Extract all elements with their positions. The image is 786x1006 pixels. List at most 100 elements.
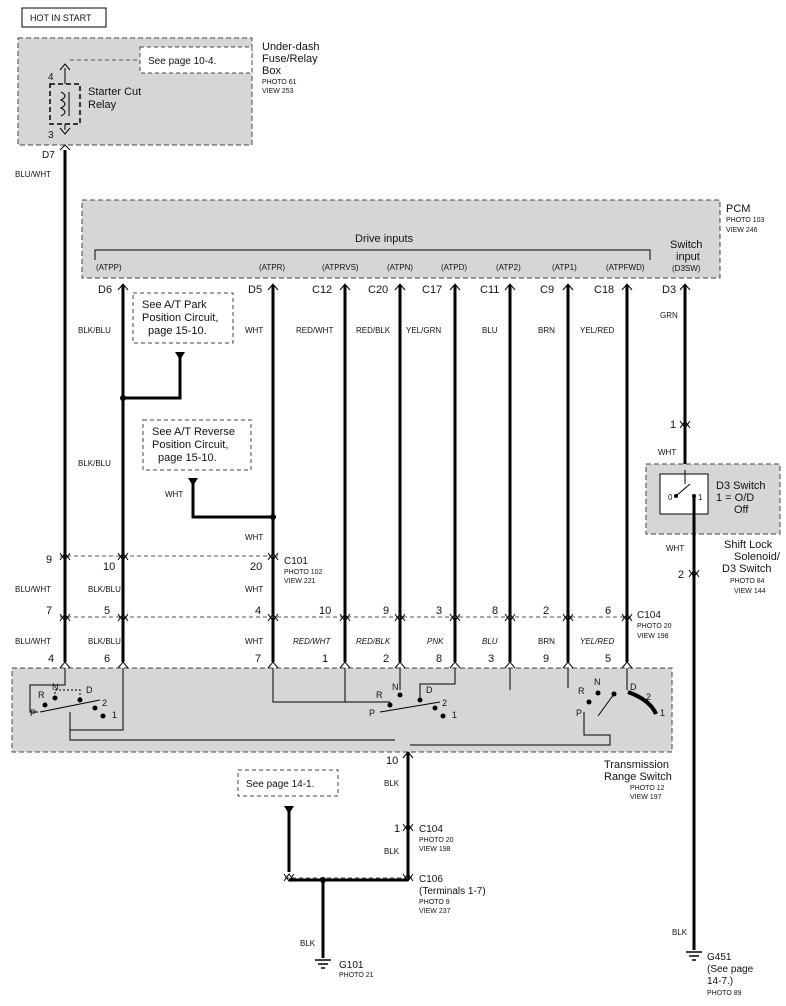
trs-view: VIEW 197: [630, 794, 662, 801]
d3-switch-symbol: [659, 473, 709, 515]
trs-pin-7: 7: [255, 653, 261, 665]
trs-bottom-wire: BLK: [384, 779, 400, 788]
c104-wire-blu: BLU: [482, 637, 498, 646]
switch-input-1: Switch: [670, 239, 702, 251]
see-page-14-1-note: [237, 769, 339, 797]
wire-top-wht: WHT: [245, 326, 263, 335]
c104-pin-2: 2: [543, 605, 549, 617]
reverse-note-1: See A/T Reverse: [152, 426, 235, 438]
page14-note: See page 14-1.: [246, 779, 314, 790]
c104-wire-red-blk: RED/BLK: [356, 637, 391, 646]
wire-top-grn: GRN: [660, 311, 678, 320]
pcm-photo: PHOTO 103: [726, 217, 764, 224]
trs-photo: PHOTO 12: [630, 785, 665, 792]
c104-wire-wht: WHT: [245, 637, 263, 646]
d3-title-2: Solenoid/: [734, 551, 781, 563]
park-note-3: page 15-10.: [148, 325, 207, 337]
hot-in-start-box: [21, 7, 107, 28]
pcm-view: VIEW 246: [726, 227, 758, 234]
trs-switch-middle: [272, 668, 569, 719]
pin-c20: C20: [368, 284, 388, 296]
c104-pin-7: 7: [46, 605, 52, 617]
d3-o-label: 0: [668, 493, 673, 502]
trs-m-p: P: [369, 708, 375, 718]
park-position-note: [132, 292, 234, 344]
g451-photo: PHOTO 89: [707, 990, 742, 997]
fuse-title-3: Box: [262, 65, 281, 77]
c104-pin-4: 4: [255, 605, 261, 617]
pin-c12: C12: [312, 284, 332, 296]
trs-pin-1: 1: [322, 653, 328, 665]
c101-view: VIEW 221: [284, 578, 316, 585]
trs-r-1: 1: [660, 708, 665, 718]
c104-top-photo: PHOTO 20: [637, 623, 672, 630]
fuse-photo: PHOTO 61: [262, 79, 297, 86]
trs-m-2: 2: [442, 698, 447, 708]
drive-inputs-label: Drive inputs: [355, 233, 414, 245]
relay-label-1: Starter Cut: [88, 86, 141, 98]
c104-wire-pnk: PNK: [427, 637, 444, 646]
c101-name: C101: [284, 556, 308, 567]
c104-top-view: VIEW 198: [637, 633, 669, 640]
trs-l-2: 2: [102, 698, 107, 708]
trs-title-1: Transmission: [604, 759, 669, 771]
c101-wire-wht: WHT: [245, 585, 263, 594]
sig-atp2: (ATP2): [496, 263, 521, 272]
sig-atpp: (ATPP): [96, 263, 122, 272]
d3-wire-top: WHT: [658, 448, 676, 457]
fuse-out-connector: D7: [42, 150, 55, 161]
c104-bottom-name: C104: [419, 824, 443, 835]
g451-wire-label: BLK: [672, 928, 688, 937]
park-note-1: See A/T Park: [142, 299, 207, 311]
trs-pin-6: 6: [104, 653, 110, 665]
sig-atp1: (ATP1): [552, 263, 577, 272]
sig-atpd: (ATPD): [441, 263, 467, 272]
pin-d5: D5: [248, 284, 262, 296]
c104-bottom-wire: BLK: [384, 847, 400, 856]
pin-c18: C18: [594, 284, 614, 296]
relay-pin-4: 4: [48, 72, 54, 83]
c106-sub: (Terminals 1-7): [419, 886, 486, 897]
c101-pin-10: 10: [103, 561, 115, 573]
g451-see-1: (See page: [707, 964, 754, 975]
pcm-box: [81, 199, 721, 279]
c104-pin-5: 5: [104, 605, 110, 617]
c104-wire-red-wht: RED/WHT: [293, 637, 331, 646]
wire-top-brn: BRN: [538, 326, 555, 335]
trs-title-2: Range Switch: [604, 771, 672, 783]
pin-d6: D6: [98, 284, 112, 296]
c104-wire-yel-red: YEL/RED: [580, 637, 614, 646]
g101-photo: PHOTO 21: [339, 972, 374, 979]
wire-top-red-wht: RED/WHT: [296, 326, 333, 335]
pin-c11: C11: [480, 284, 499, 296]
trs-bottom-pin: 10: [386, 755, 398, 767]
wire-top-red-blk: RED/BLK: [356, 326, 391, 335]
park-note-2: Position Circuit,: [142, 312, 218, 324]
g451-name: G451: [707, 952, 732, 963]
trs-r-d: D: [630, 682, 637, 692]
c104-bottom-view: VIEW 198: [419, 846, 451, 853]
reverse-position-note: [142, 419, 252, 471]
trs-l-n: N: [52, 682, 59, 692]
trs-switch-left: [29, 668, 395, 741]
d3-title-1: Shift Lock: [724, 539, 773, 551]
c104-wire-blu-wht: BLU/WHT: [15, 637, 51, 646]
wire-top-blk-blu: BLK/BLU: [78, 326, 111, 335]
sig-atpn: (ATPN): [387, 263, 413, 272]
g101-ground-symbol: [315, 959, 331, 969]
d3-box-2: 1 = O/D: [716, 492, 754, 504]
g101-wire-label: BLK: [300, 939, 316, 948]
g451-see-2: 14-7.): [707, 976, 733, 987]
c104-pin-8: 8: [492, 605, 498, 617]
pcm-wires: [121, 285, 687, 662]
trs-switch-right: [410, 668, 628, 746]
d3-one-label: 1: [698, 493, 703, 502]
trs-m-1: 1: [452, 710, 457, 720]
wire-top-blu: BLU: [482, 326, 498, 335]
switch-input-2: input: [676, 251, 700, 263]
trs-l-d: D: [86, 685, 93, 695]
trs-m-r: R: [376, 690, 383, 700]
blk-blu-mid-label: BLK/BLU: [78, 459, 111, 468]
d3-title-3: D3 Switch: [722, 563, 772, 575]
